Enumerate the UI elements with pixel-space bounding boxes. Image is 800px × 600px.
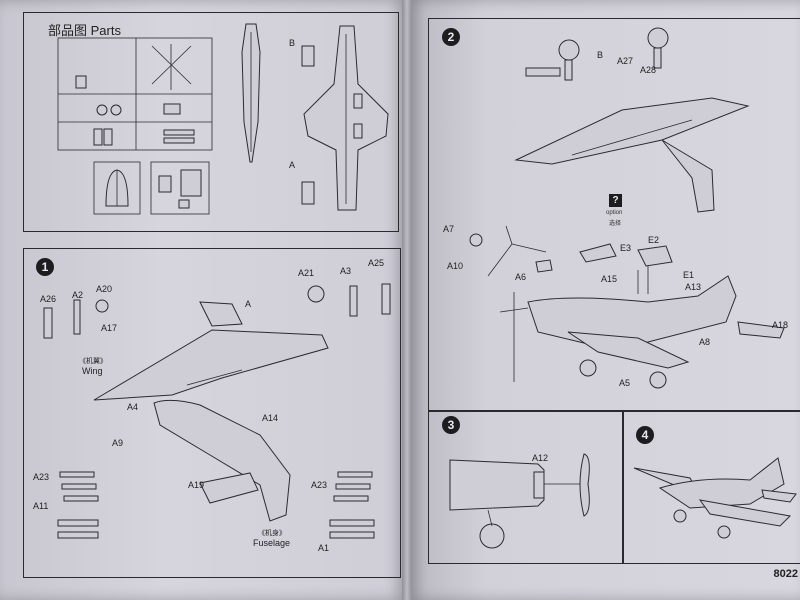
- label-a7: A7: [443, 224, 455, 234]
- step1-left-rockets: [57, 471, 99, 539]
- step1-left-gear: [43, 299, 109, 339]
- step2-canopy-options: [579, 243, 673, 294]
- label-a4: A4: [127, 402, 139, 412]
- page-number: 8022: [773, 568, 798, 580]
- label-e1: E1: [683, 270, 695, 280]
- sprue-label-b: B: [289, 38, 296, 48]
- label-a1: A1: [318, 543, 330, 553]
- step2-top-small-parts: [525, 67, 561, 77]
- sprue-frame-canopy: [93, 161, 141, 215]
- label-option-en: option: [606, 210, 623, 216]
- sprue-propeller-part: [151, 44, 192, 90]
- label-a21: A21: [298, 268, 315, 278]
- label-a19: A19: [188, 480, 205, 490]
- label-a27: A27: [617, 56, 634, 66]
- part-b-tab: [301, 45, 315, 67]
- label-a13: A13: [685, 282, 702, 292]
- step2-top-gear-right: [647, 27, 669, 69]
- label-a20: A20: [96, 284, 113, 294]
- step2-propeller: [469, 225, 553, 277]
- step1-box: [23, 248, 401, 578]
- step2-top-assembly: [514, 97, 750, 213]
- label-a: A: [245, 299, 252, 309]
- step4-number: 4: [636, 426, 654, 444]
- label-a23-left: A23: [33, 472, 50, 482]
- sprue-frame-a: [57, 37, 213, 151]
- step1-fuselage-drawing: [153, 399, 291, 522]
- sprue-label-a: A: [289, 160, 296, 170]
- step3-nose-drawing: [449, 453, 590, 549]
- wing-part: [303, 25, 389, 211]
- label-a8: A8: [699, 337, 711, 347]
- step3-box: [428, 410, 624, 564]
- option-question-icon: ?: [609, 194, 622, 207]
- label-a23-right: A23: [311, 480, 328, 490]
- page-spine: [402, 0, 412, 600]
- step1-right-gear: [307, 283, 391, 317]
- label-a12: A12: [532, 453, 549, 463]
- step2-main-aircraft: [499, 275, 785, 389]
- label-wing-en: Wing: [82, 366, 103, 376]
- label-wing-cn: 《机翼》: [79, 358, 107, 365]
- step1-wing-drawing: [93, 301, 329, 401]
- label-a25: A25: [368, 258, 385, 268]
- label-a2: A2: [72, 290, 84, 300]
- label-a18: A18: [772, 320, 789, 330]
- sprue-frame-small-parts: [150, 161, 210, 215]
- step1-right-rockets: [329, 471, 375, 539]
- label-e3: E3: [620, 243, 632, 253]
- label-a9: A9: [112, 438, 124, 448]
- label-a17: A17: [101, 323, 118, 333]
- label-a3: A3: [340, 266, 352, 276]
- label-e2: E2: [648, 235, 660, 245]
- step4-completed-aircraft: [633, 457, 797, 539]
- fuselage-half-part: [241, 23, 261, 163]
- label-fuselage-cn: 《机身》: [258, 530, 286, 537]
- step2-box: [428, 18, 800, 412]
- label-a28: A28: [640, 65, 657, 75]
- step1-number: 1: [36, 258, 54, 276]
- label-a14: A14: [262, 413, 279, 423]
- part-a-tab: [301, 181, 315, 205]
- parts-box: [23, 12, 399, 232]
- label-a5: A5: [619, 378, 631, 388]
- step2-number: 2: [442, 28, 460, 46]
- label-a26: A26: [40, 294, 57, 304]
- parts-title: 部品图 Parts: [48, 23, 121, 38]
- label-a10: A10: [447, 261, 464, 271]
- label-a11: A11: [33, 501, 49, 511]
- label-a15: A15: [601, 274, 618, 284]
- label-a6: A6: [515, 272, 527, 282]
- step3-number: 3: [442, 416, 460, 434]
- step2-top-gear-left: [558, 39, 580, 81]
- label-option-cn: 选择: [609, 221, 622, 227]
- label-b: B: [597, 50, 604, 60]
- step4-box: [622, 410, 800, 564]
- label-fuselage-en: Fuselage: [253, 538, 291, 548]
